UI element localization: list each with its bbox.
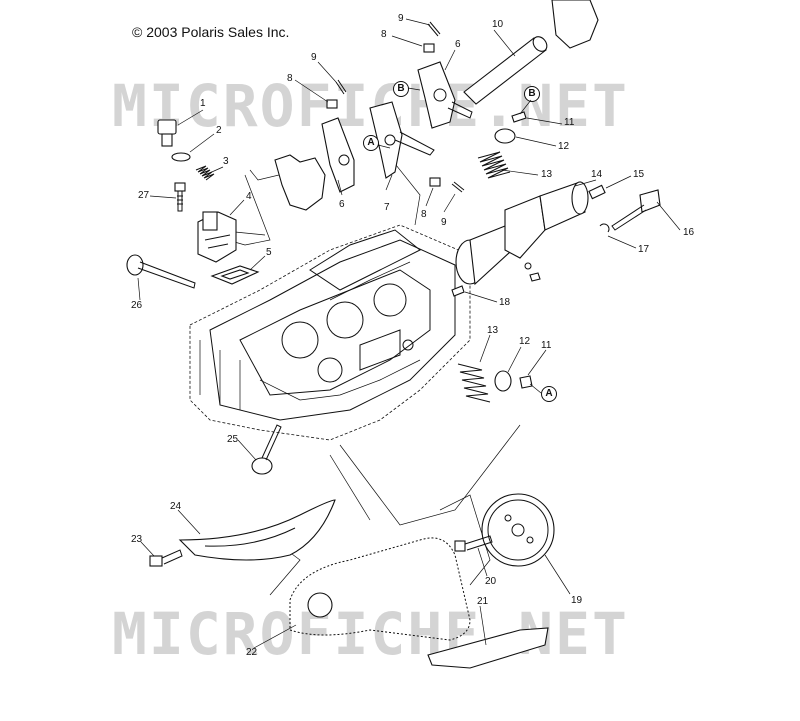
callout-21: 21 — [477, 596, 489, 607]
callout-4: 4 — [246, 191, 252, 202]
callout-25: 25 — [227, 434, 239, 445]
callout-15: 15 — [633, 169, 645, 180]
part-13-spring-lower — [457, 363, 491, 403]
marker-a-lower: A — [541, 386, 557, 402]
callout-17: 17 — [638, 244, 650, 255]
part-18-dowel — [451, 285, 465, 297]
callout-10: 10 — [492, 19, 504, 30]
callout-16: 16 — [683, 227, 695, 238]
part-12-retainer-top — [494, 128, 516, 144]
part-12-retainer-lower — [494, 370, 512, 392]
callout-14: 14 — [591, 169, 603, 180]
part-19-cam-sprocket — [481, 493, 555, 567]
part-4-tensioner — [197, 211, 237, 263]
callout-13b: 13 — [487, 325, 499, 336]
copyright-text: © 2003 Polaris Sales Inc. — [132, 24, 290, 40]
part-6-rocker-left — [321, 117, 355, 193]
part-8-nut-left — [326, 99, 338, 109]
crank-sprocket — [307, 592, 333, 618]
callout-18: 18 — [499, 297, 511, 308]
cylinder-head — [189, 224, 471, 441]
marker-b-right: B — [524, 86, 540, 102]
callout-1: 1 — [200, 98, 206, 109]
part-27-bolt — [174, 182, 186, 212]
part-2-washer — [171, 152, 191, 162]
callout-6a: 6 — [339, 199, 345, 210]
callout-8c: 8 — [421, 209, 427, 220]
callout-24: 24 — [170, 501, 182, 512]
part-8-nut-mid — [429, 177, 441, 187]
watermark-top: MICROFICHE.NET — [112, 72, 629, 140]
part-9-adjuster-left — [335, 79, 347, 95]
part-23-bolt — [149, 549, 183, 567]
callout-2: 2 — [216, 125, 222, 136]
callout-23: 23 — [131, 534, 143, 545]
callout-26: 26 — [131, 300, 143, 311]
callout-9a: 9 — [398, 13, 404, 24]
callout-11a: 11 — [564, 117, 575, 128]
part-21-chain-guide — [427, 627, 549, 669]
rocker-bracket — [274, 154, 326, 211]
part-13-spring-top — [477, 151, 511, 179]
callout-20: 20 — [485, 576, 497, 587]
callout-12a: 12 — [558, 141, 570, 152]
callout-12b: 12 — [519, 336, 531, 347]
callout-5: 5 — [266, 247, 272, 258]
part-6-rocker-top — [417, 61, 473, 129]
part-8-nut-top — [423, 43, 435, 53]
callout-6b: 6 — [455, 39, 461, 50]
part-26-valve — [126, 254, 196, 289]
callout-8a: 8 — [381, 29, 387, 40]
part-17-clip — [599, 223, 610, 233]
callout-9c: 9 — [441, 217, 447, 228]
callout-19: 19 — [571, 595, 583, 606]
part-9-adjuster-mid — [451, 181, 465, 193]
part-11-keeper-top — [511, 111, 527, 123]
part-15-pin — [588, 184, 606, 200]
callout-11b: 11 — [541, 340, 552, 351]
callout-3: 3 — [223, 156, 229, 167]
part-9-adjuster-top — [427, 21, 441, 37]
part-16-rod — [611, 189, 661, 231]
part-5-gasket — [210, 265, 260, 285]
callout-27: 27 — [138, 190, 150, 201]
cam-small-piece — [529, 272, 541, 282]
callout-8b: 8 — [287, 73, 293, 84]
marker-b-left: B — [393, 81, 409, 97]
part-22-timing-chain — [289, 537, 471, 641]
part-1-bolt — [157, 119, 177, 147]
callout-9b: 9 — [311, 52, 317, 63]
callout-7: 7 — [384, 202, 390, 213]
part-14-camshaft — [455, 181, 589, 286]
part-7-rocker — [369, 101, 435, 179]
callout-13a: 13 — [541, 169, 553, 180]
top-right-fragment — [551, 0, 599, 49]
callout-22: 22 — [246, 647, 258, 658]
part-3-spring — [195, 165, 215, 181]
part-24-chain-guide — [178, 499, 336, 561]
marker-a-top: A — [363, 135, 379, 151]
part-10-rocker-shaft — [463, 36, 548, 105]
part-20-bolt — [454, 535, 493, 552]
part-25-valve — [251, 424, 282, 475]
